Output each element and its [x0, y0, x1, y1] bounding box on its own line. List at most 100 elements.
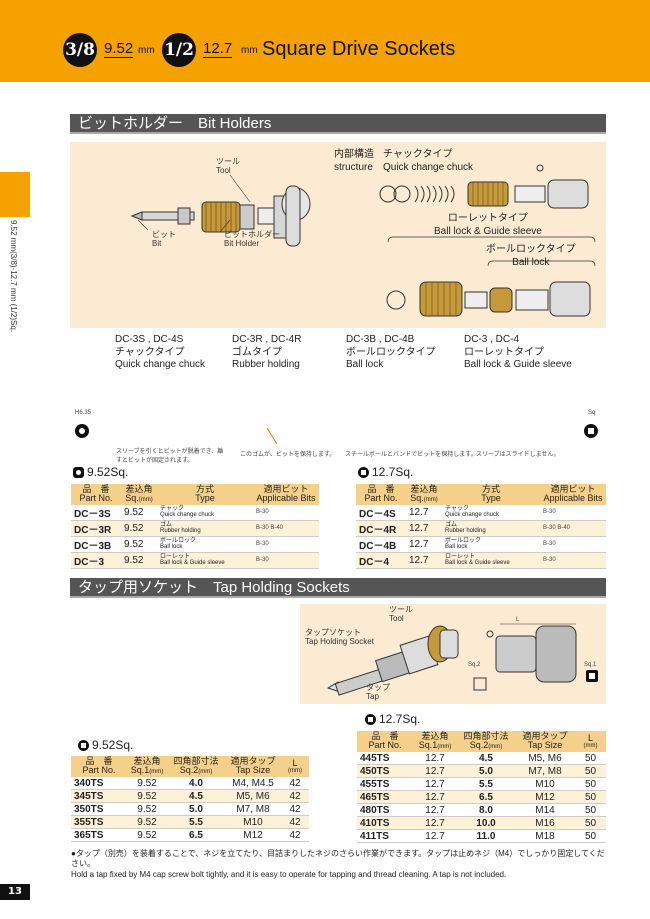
square-sq-icon: [78, 739, 89, 751]
cell-sq: 12.7: [406, 504, 442, 521]
cell-tap: M16: [515, 816, 575, 831]
th-en: Sq.: [410, 493, 424, 504]
th-jp: 差込角: [125, 484, 153, 494]
th-en: Sq.1: [418, 740, 438, 751]
note-ball-lock: スチールボールとバンドでビットを保持します。: [345, 452, 477, 458]
col-length: L(mm): [575, 731, 606, 752]
type-jp: ゴム: [160, 522, 173, 529]
cell-tap: M7, M8: [515, 764, 575, 779]
type-jp: チャック: [445, 506, 469, 513]
structure-jp: 内部構造: [334, 149, 374, 160]
label-text: 9.52Sq.: [92, 738, 134, 752]
th-en: Tap Size: [527, 740, 563, 751]
th-en: Tap Size: [235, 765, 271, 776]
cell-part: DC－4R: [356, 520, 406, 537]
quick-en: Quick change chuck: [383, 161, 474, 173]
cell-part: 445TS: [357, 751, 413, 766]
label-text: 9.52Sq.: [87, 465, 129, 479]
type-en: Rubber holding: [445, 528, 486, 535]
th-jp: 差込角: [410, 484, 438, 494]
caption-en: Rubber holding: [232, 359, 300, 370]
cell-tap: M10: [225, 815, 281, 830]
th-en: Sq.2: [469, 740, 489, 751]
hex-sq-icon: [73, 466, 84, 478]
cell-sq2: 5.5: [457, 777, 515, 792]
type-en: Ball lock & Guide sleeve: [445, 560, 510, 567]
label-text: 12.7Sq.: [379, 712, 421, 726]
cell-sq1: 12.7: [413, 803, 457, 818]
square-end-icon: [584, 424, 598, 438]
cell-length: 50: [575, 803, 606, 818]
cell-sq2: 5.0: [457, 764, 515, 779]
badge-text: 3/8: [65, 40, 95, 60]
cell-tap: M5, M6: [225, 789, 281, 804]
footnote-en: Hold a tap fixed by M4 cap screw bolt ti…: [71, 869, 507, 879]
cell-tap: M10: [515, 777, 575, 792]
cell-tap: M14: [515, 803, 575, 818]
cell-sq: 9.52: [121, 552, 157, 569]
cell-sq1: 9.52: [127, 815, 167, 830]
th-jp: 四角部寸法: [173, 756, 219, 766]
th-jp: 品 番: [371, 731, 399, 741]
cell-sq1: 12.7: [413, 751, 457, 766]
th-sub: (mm): [583, 743, 598, 749]
section-title-tap-sockets: タップ用ソケット Tap Holding Sockets: [70, 578, 606, 598]
sq2-label: Sq.2: [468, 662, 481, 668]
side-size-label: 9.52 mm(3/8)·12.7 mm (1/2)Sq.: [9, 220, 18, 333]
square-sq-icon: [365, 713, 376, 725]
th-jp: 四角部寸法: [463, 731, 509, 741]
note-sleeve: スリーブはスライドしません。: [476, 452, 560, 458]
cell-bits: B-30: [540, 504, 606, 521]
cell-sq2: 4.0: [167, 776, 225, 791]
square-sq-icon: [358, 466, 369, 478]
side-tab: [0, 172, 30, 217]
th-sub: (mm): [198, 769, 213, 776]
cell-part: 345TS: [71, 789, 127, 804]
hex-end-icon: [75, 424, 89, 438]
caption-models: DC-3B , DC-4B: [346, 334, 415, 345]
ann-bit-en: Bit: [152, 239, 162, 249]
th-jp: L: [292, 757, 298, 768]
ann-socket-jp: タップソケット: [305, 628, 361, 637]
cell-sq2: 5.5: [167, 815, 225, 830]
th-jp: 品 番: [367, 484, 395, 494]
cell-length: 50: [575, 829, 606, 844]
cell-sq2: 6.5: [457, 790, 515, 805]
cell-bits: B-30 B-40: [540, 520, 606, 537]
cell-part: 465TS: [357, 790, 413, 805]
cell-length: 42: [281, 815, 309, 830]
page-number: 13: [0, 884, 30, 900]
cell-part: DC－4: [356, 552, 406, 569]
th-jp: 適用タップ: [522, 731, 568, 741]
caption-en: Quick change chuck: [115, 359, 206, 370]
th-jp: 方式: [195, 484, 214, 494]
caption-models: DC-3R , DC-4R: [232, 334, 302, 345]
page-title: Square Drive Sockets: [262, 38, 456, 60]
size-value-1: 9.52: [104, 40, 134, 58]
